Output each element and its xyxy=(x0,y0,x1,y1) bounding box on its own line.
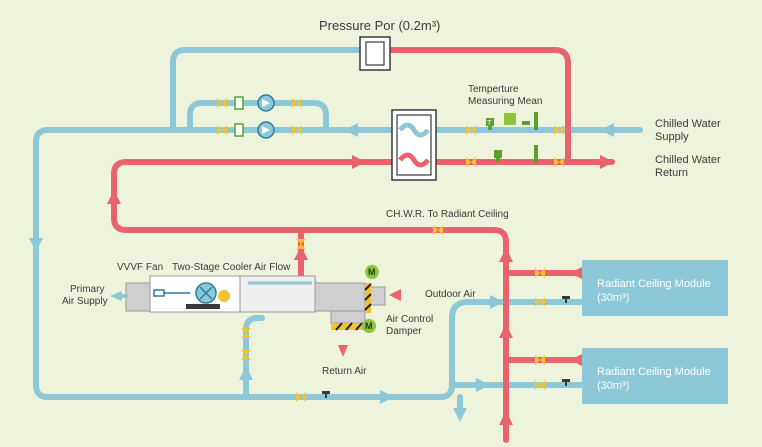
air-control-damper-label-1: Air Control xyxy=(386,314,434,325)
pressure-pot xyxy=(359,36,391,71)
temperature-measuring-label-2: Measuring Mean xyxy=(468,96,543,107)
radiant-module-2-label-2: (30m³) xyxy=(597,380,630,392)
pressure-pot-label: Pressure Por (0.2m³) xyxy=(319,18,441,33)
outdoor-air-label: Outdoor Air xyxy=(425,289,476,300)
return-line-instruments xyxy=(466,145,564,167)
air-control-damper-label-2: Damper xyxy=(386,326,422,337)
supply-line-instruments xyxy=(466,112,564,135)
chwr-radiant-label: CH.W.R. To Radiant Ceiling xyxy=(386,209,509,220)
vvvf-fan-label: VVVF Fan xyxy=(117,262,164,273)
primary-air-label-2: Air Supply xyxy=(62,296,108,307)
pipe-to-pressure-pot xyxy=(170,47,365,133)
chilled-water-supply-label-1: Chilled Water xyxy=(655,118,721,130)
temperature-measuring-label-1: Temperture xyxy=(468,84,519,95)
radiant-module-1-label-2: (30m³) xyxy=(597,292,630,304)
radiant-module-2-label-1: Radiant Ceiling Module xyxy=(597,366,711,378)
radiant-modules xyxy=(582,260,728,404)
lower-valves xyxy=(241,225,570,402)
pipe-pump-loop-upper xyxy=(187,100,329,133)
motor-label-top: M xyxy=(368,267,376,277)
primary-air-label-1: Primary xyxy=(70,284,105,295)
radiant-module-1-label-1: Radiant Ceiling Module xyxy=(597,278,711,290)
chilled-water-supply-label-2: Supply xyxy=(655,131,689,143)
pump-assembly xyxy=(217,94,302,139)
heat-exchanger xyxy=(391,109,437,181)
pipe-main-return xyxy=(111,159,615,443)
chilled-water-return-label-2: Return xyxy=(655,167,689,179)
return-air-label: Return Air xyxy=(322,366,367,377)
air-handling-unit xyxy=(110,275,386,324)
flow-arrows xyxy=(29,123,614,425)
chilled-water-return-label-1: Chilled Water xyxy=(655,154,721,166)
pipe-pressure-pot-return xyxy=(369,47,571,165)
motor-label-bottom: M xyxy=(365,321,373,331)
temp-sensor-mark: T xyxy=(487,120,492,127)
air-dampers xyxy=(331,283,372,331)
damper-motors xyxy=(362,265,379,333)
two-stage-cooler-label: Two-Stage Cooler Air Flow xyxy=(172,262,291,273)
